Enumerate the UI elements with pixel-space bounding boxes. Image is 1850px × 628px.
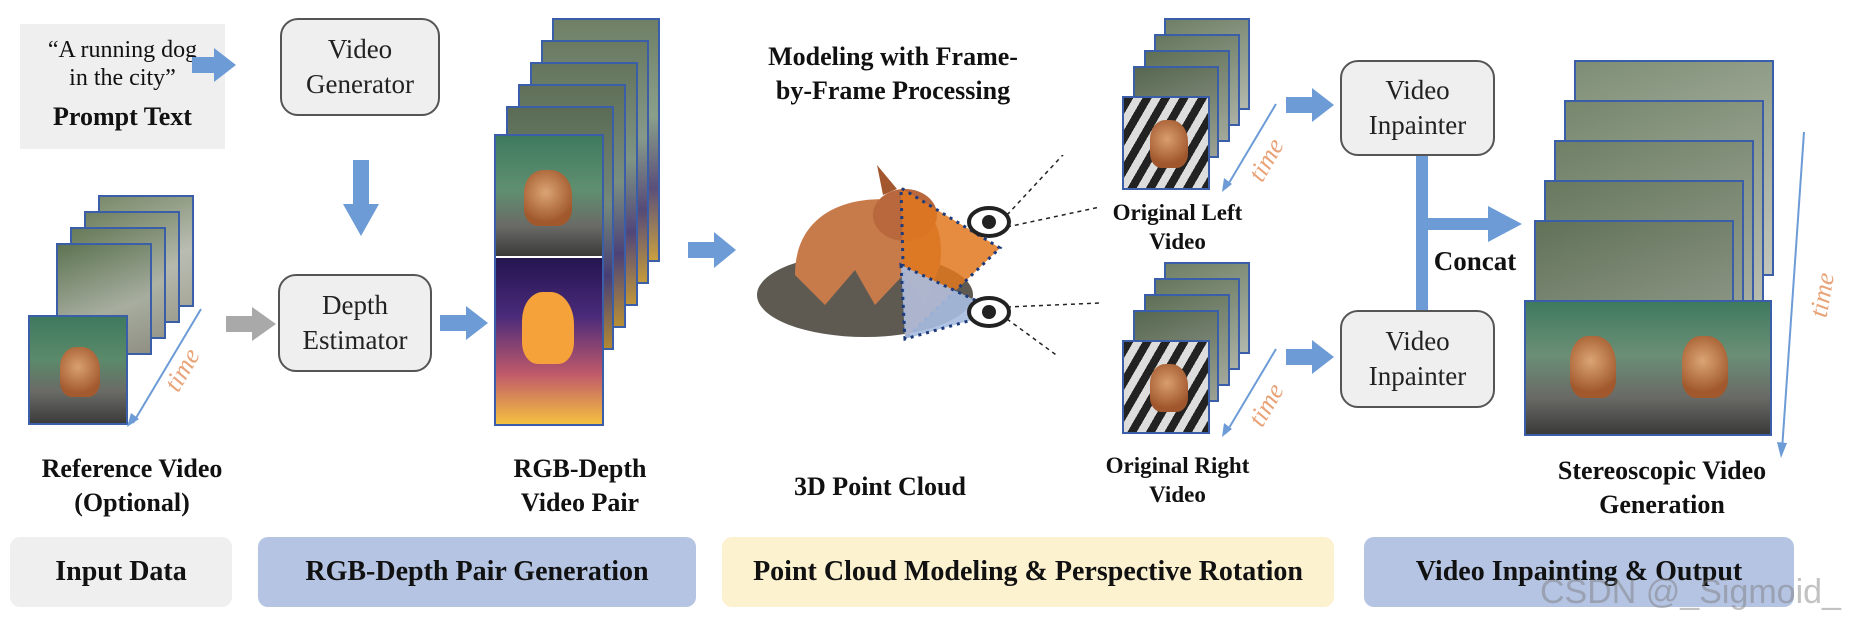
depth-estimator-label: Depth Estimator bbox=[302, 290, 408, 355]
point-cloud-caption: 3D Point Cloud bbox=[794, 472, 966, 501]
section-input-data: Input Data bbox=[10, 537, 232, 607]
right-frame-1 bbox=[1122, 340, 1210, 434]
section-point-cloud-label: Point Cloud Modeling & Perspective Rotat… bbox=[753, 556, 1303, 587]
dog-image bbox=[60, 347, 100, 397]
time-arrow-left bbox=[1222, 103, 1277, 192]
time-arrow-stereo bbox=[1777, 131, 1805, 458]
time-arrow-reference bbox=[127, 308, 202, 427]
prompt-text-box: “A running dog in the city” Prompt Text bbox=[20, 24, 225, 149]
rgb-frame-image bbox=[496, 136, 602, 256]
concat-connector bbox=[1416, 156, 1522, 310]
video-inpainter-bottom-box: Video Inpainter bbox=[1340, 310, 1495, 408]
dog-image bbox=[1150, 120, 1188, 168]
dog-depth-silhouette bbox=[522, 292, 574, 364]
arrow-left-to-inpainter bbox=[1286, 88, 1334, 122]
dog-image bbox=[524, 170, 572, 226]
eye-icon-top bbox=[967, 206, 1011, 238]
arrow-generator-to-estimator bbox=[343, 160, 379, 236]
watermark: CSDN @_Sigmoid_ bbox=[1540, 573, 1841, 611]
arrow-right-to-inpainter bbox=[1286, 340, 1334, 374]
left-frame-1 bbox=[1122, 96, 1210, 190]
dog-image bbox=[1570, 336, 1616, 398]
video-inpainter-top-label: Video Inpainter bbox=[1368, 75, 1467, 140]
rgb-depth-caption: RGB-Depth Video Pair bbox=[513, 454, 647, 517]
section-input-data-label: Input Data bbox=[55, 556, 187, 587]
eye-icon-bottom bbox=[967, 296, 1011, 328]
stereoscopic-stack bbox=[1524, 60, 1780, 436]
right-video-caption: Original Right Video bbox=[1105, 453, 1250, 507]
depth-estimator-box: Depth Estimator bbox=[278, 274, 432, 372]
right-video-stack bbox=[1122, 262, 1252, 437]
section-video-inpainting-label: Video Inpainting & Output bbox=[1415, 556, 1743, 587]
video-generator-box: Video Generator bbox=[280, 18, 440, 116]
concat-caption: Concat bbox=[1433, 246, 1517, 276]
left-video-stack bbox=[1122, 18, 1252, 193]
section-point-cloud: Point Cloud Modeling & Perspective Rotat… bbox=[722, 537, 1334, 607]
ref-frame-1 bbox=[28, 315, 128, 425]
video-generator-label: Video Generator bbox=[306, 34, 414, 99]
left-video-caption: Original Left Video bbox=[1112, 200, 1243, 254]
rgb-depth-stack bbox=[494, 18, 666, 426]
depth-frame-image bbox=[496, 258, 602, 424]
dog-image bbox=[1682, 336, 1728, 398]
modeling-caption: Modeling with Frame-by-Frame Processing bbox=[768, 42, 1018, 105]
prompt-label: Prompt Text bbox=[53, 102, 192, 131]
time-arrow-right bbox=[1222, 348, 1277, 437]
arrow-prompt-to-generator bbox=[192, 48, 236, 82]
reference-video-stack bbox=[28, 195, 198, 425]
point-cloud-illustration bbox=[757, 155, 1101, 355]
video-inpainter-bottom-label: Video Inpainter bbox=[1368, 326, 1467, 391]
prompt-quote: “A running dog in the city” bbox=[47, 37, 198, 91]
stereo-frame-1 bbox=[1524, 300, 1772, 436]
reference-video-caption: Reference Video (Optional) bbox=[41, 454, 223, 517]
stereoscopic-caption: Stereoscopic Video Generation bbox=[1557, 456, 1767, 519]
section-video-inpainting: Video Inpainting & Output bbox=[1364, 537, 1794, 607]
section-rgb-depth: RGB-Depth Pair Generation bbox=[258, 537, 696, 607]
pair-frame-1 bbox=[494, 134, 604, 426]
time-label-stereo: time bbox=[1803, 270, 1841, 320]
arrow-estimator-to-pair bbox=[440, 306, 488, 340]
arrow-reference-to-estimator bbox=[226, 307, 276, 341]
section-rgb-depth-label: RGB-Depth Pair Generation bbox=[305, 556, 649, 587]
arrow-pair-to-pointcloud bbox=[688, 232, 736, 268]
video-inpainter-top-box: Video Inpainter bbox=[1340, 60, 1495, 156]
dog-image bbox=[1150, 364, 1188, 412]
